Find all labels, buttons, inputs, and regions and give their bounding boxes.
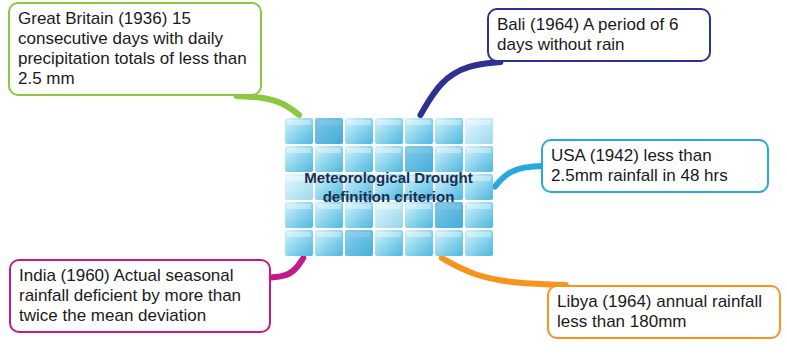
branch-box: India (1960) Actual seasonal rainfall de… [9,259,271,333]
branch-box: Libya (1964) annual rainfall less than 1… [547,285,781,339]
branch-line [442,258,566,285]
branch-line [495,166,541,187]
cube-illustration [282,115,495,258]
criterion-text: USA (1942) less than 2.5mm rainfall in 4… [551,146,759,186]
criterion-text: India (1960) Actual seasonal rainfall de… [19,266,261,326]
criterion-text: Bali (1964) A period of 6 days without r… [497,15,701,55]
branch-line [420,62,500,115]
branch-box: Great Britain (1936) 15 consecutive days… [8,2,262,96]
branch-box: Bali (1964) A period of 6 days without r… [487,8,711,62]
criterion-text: Great Britain (1936) 15 consecutive days… [18,9,252,89]
topic-text: Meteorological Drought definition criter… [282,168,495,206]
branch-box: USA (1942) less than 2.5mm rainfall in 4… [541,139,769,193]
central-topic: Meteorological Drought definition criter… [282,115,495,258]
branch-line [237,96,299,115]
branch-line [271,258,303,278]
criterion-text: Libya (1964) annual rainfall less than 1… [557,292,771,332]
